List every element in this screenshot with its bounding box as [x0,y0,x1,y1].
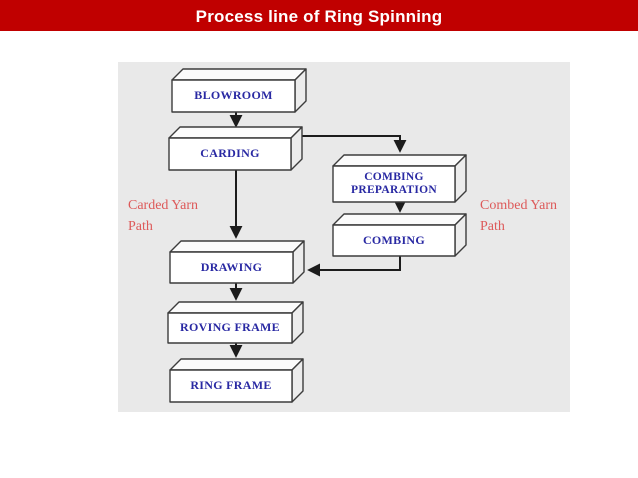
ring-frame-box [169,358,304,403]
combed-yarn-path-label: Combed Yarn Path [480,198,558,234]
combing-box [332,213,467,257]
combing-preparation-box [332,154,467,203]
drawing-label: DRAWING [200,259,263,274]
carded-yarn-path-label: Carded Yarn Path [128,198,198,234]
blowroom-label: BLOWROOM [194,88,273,103]
arrow-combing-drawing [307,256,401,277]
title-bar: Process line of Ring Spinning [0,0,638,31]
blowroom-box [171,68,307,113]
carding-label: CARDING [200,146,260,161]
flow-arrows [229,112,407,358]
ring-frame-label: RING FRAME [190,378,272,393]
roving-frame-label: ROVING FRAME [180,320,280,335]
combing-preparation-label: COMBING PREPARATION [351,170,437,196]
carding-box [168,126,303,171]
flowchart-shapes [167,68,467,403]
combing-label: COMBING [362,232,426,247]
roving-frame-box [167,301,304,344]
flowchart-panel: BLOWROOM CARDING COMBING PREPARATION COM… [118,62,570,412]
slide-title: Process line of Ring Spinning [195,6,443,26]
drawing-box [169,240,305,284]
arrow-carding-combingprep [302,135,407,153]
